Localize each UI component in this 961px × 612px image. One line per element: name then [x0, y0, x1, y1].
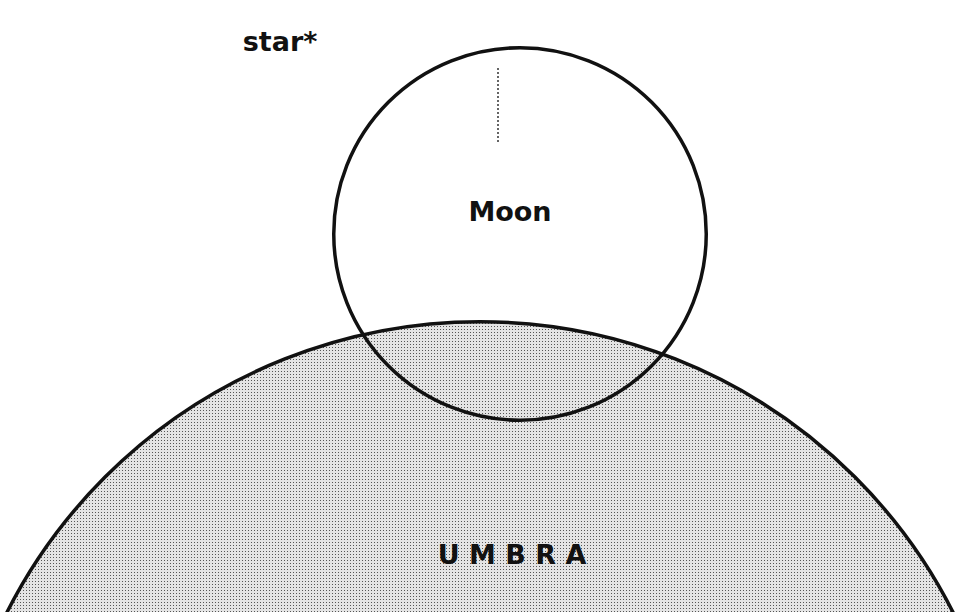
node-outline — [332, 46, 708, 422]
umbra-region: U M B R A — [0, 320, 961, 612]
star-label: star* — [243, 27, 318, 57]
star-track-line — [497, 68, 499, 142]
moon-circle: Moon — [332, 46, 708, 422]
node-label: U M B R A — [438, 540, 587, 570]
circle-outline — [0, 322, 961, 612]
node-label: Moon — [468, 197, 551, 227]
